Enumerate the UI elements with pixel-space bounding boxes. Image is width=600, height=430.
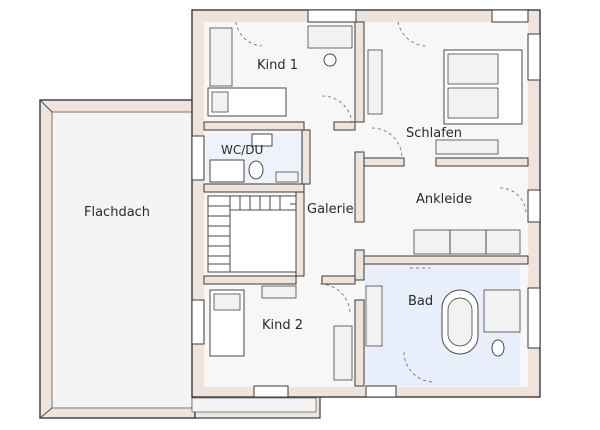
ankleide-furniture: [413, 187, 527, 255]
interior-walls: [203, 21, 529, 387]
label-kind1: Kind 1: [257, 58, 298, 73]
schlafen-furniture: [367, 21, 523, 159]
label-ankleide: Ankleide: [416, 192, 472, 207]
flachdach-area: [39, 99, 321, 419]
room-labels: Kind 1 Schlafen WC/DU Galerie Ankleide F…: [84, 58, 472, 333]
label-kind2: Kind 2: [262, 318, 303, 333]
windows: [191, 9, 541, 398]
stairs: [207, 195, 297, 273]
label-galerie: Galerie: [307, 202, 354, 217]
label-wcdu: WC/DU: [221, 143, 263, 157]
label-flachdach: Flachdach: [84, 205, 150, 220]
label-bad: Bad: [408, 294, 433, 309]
kind1-furniture: [207, 21, 353, 123]
kind2-furniture: [209, 283, 353, 381]
label-schlafen: Schlafen: [406, 126, 462, 141]
bad-fixtures: [365, 267, 521, 383]
wcdu-fixtures: [209, 133, 299, 183]
